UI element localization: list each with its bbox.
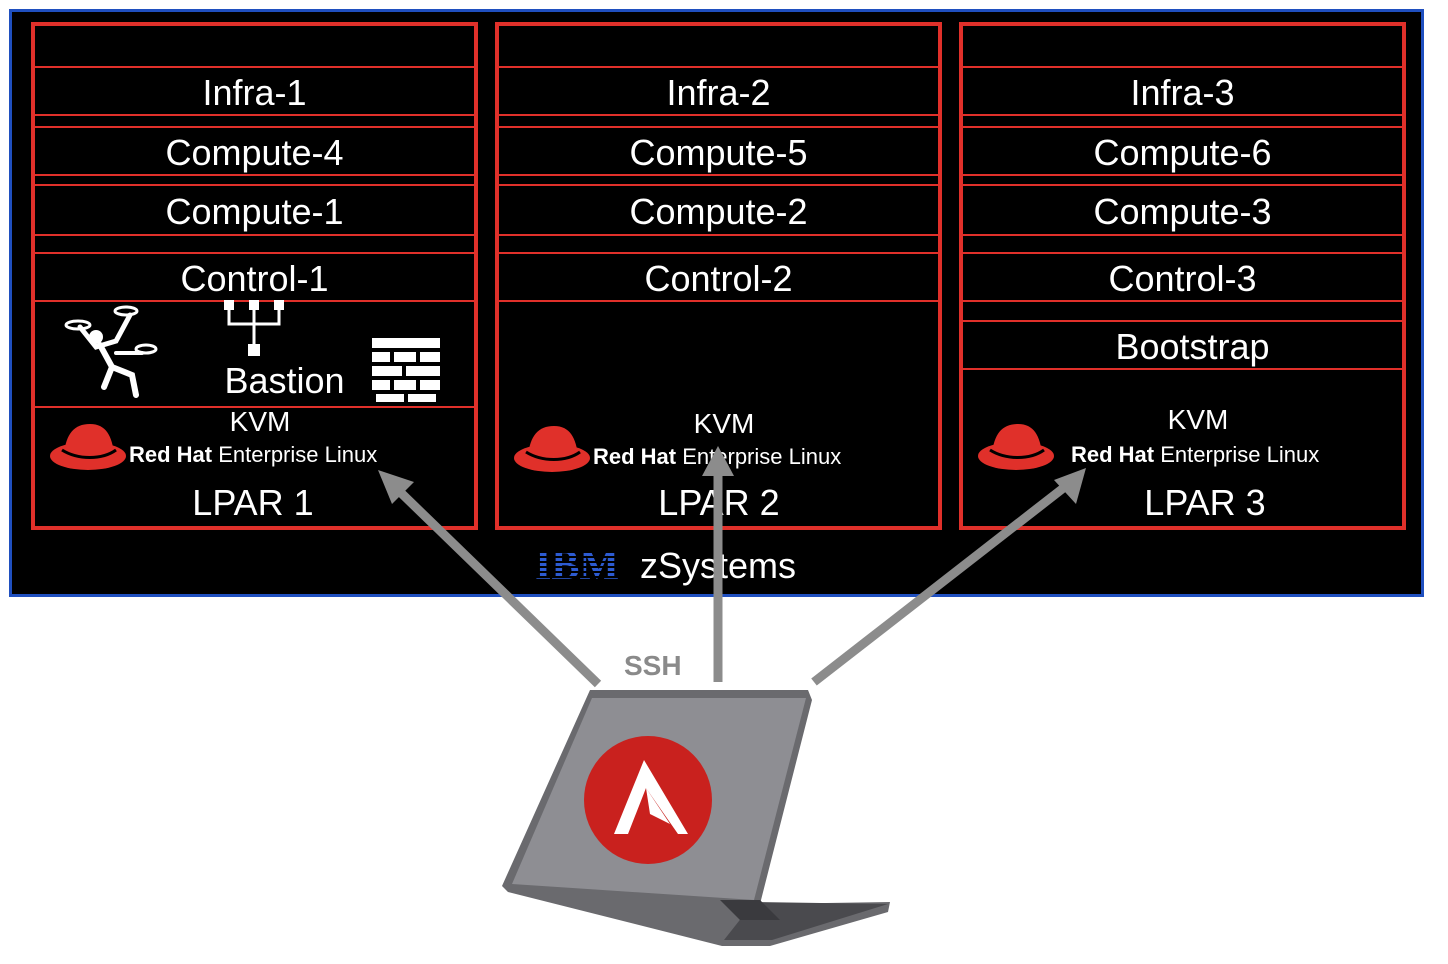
node-infra-2: Infra-2 — [499, 66, 938, 116]
lpar-label: LPAR 3 — [1144, 482, 1266, 523]
node-compute-5: Compute-5 — [499, 126, 938, 176]
red-hat-icon — [978, 424, 1054, 470]
node-compute-6: Compute-6 — [963, 126, 1402, 176]
node-compute-1: Compute-1 — [35, 184, 474, 236]
kvm-label: KVM — [693, 408, 755, 439]
ssh-label: SSH — [624, 650, 682, 681]
ansible-icon — [584, 736, 712, 864]
ssh-arrows — [378, 446, 1086, 688]
firewall-icon — [372, 338, 440, 402]
bastion-area: Bastion — [35, 298, 474, 408]
node-control-3: Control-3 — [963, 252, 1402, 302]
juggler-icon — [64, 305, 158, 398]
lpar-3: Infra-3 Compute-6 Compute-3 Control-3 Bo… — [959, 22, 1406, 530]
node-infra-1: Infra-1 — [35, 66, 474, 116]
node-compute-4: Compute-4 — [35, 126, 474, 176]
lpar-label: LPAR 1 — [192, 482, 314, 523]
kvm-label: KVM — [229, 406, 291, 437]
kvm-label: KVM — [1167, 404, 1229, 435]
node-compute-3: Compute-3 — [963, 184, 1402, 236]
node-bootstrap: Bootstrap — [963, 320, 1402, 370]
network-tree-icon — [224, 300, 284, 356]
node-control-2: Control-2 — [499, 252, 938, 302]
bastion-label: Bastion — [224, 360, 345, 401]
rhel-label: Red Hat Enterprise Linux — [1071, 442, 1320, 467]
red-hat-icon — [514, 426, 590, 472]
red-hat-icon — [50, 424, 126, 470]
node-infra-3: Infra-3 — [963, 66, 1402, 116]
ibm-logo: IBM — [535, 543, 631, 590]
ibm-brand-text: IBM — [535, 543, 619, 585]
node-compute-2: Compute-2 — [499, 184, 938, 236]
rhel-label: Red Hat Enterprise Linux — [129, 442, 378, 467]
